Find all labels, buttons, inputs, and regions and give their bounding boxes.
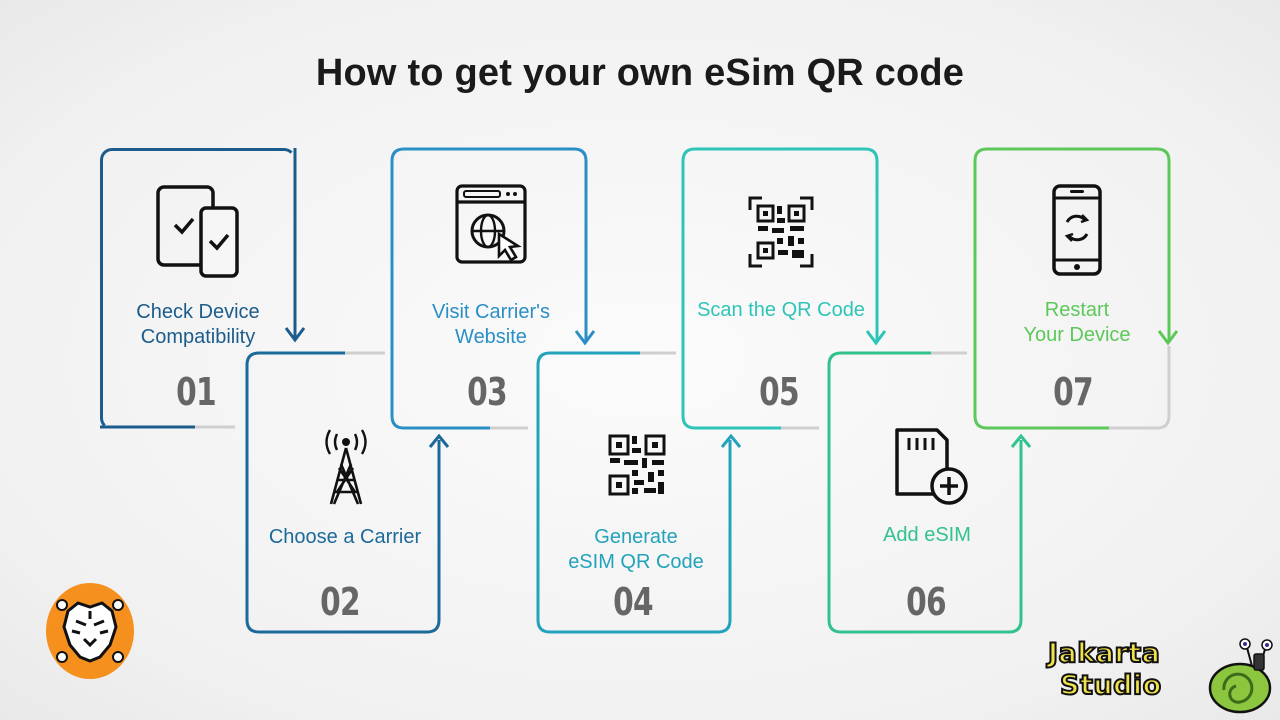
step-01-label: Check Device Compatibility [100, 300, 296, 350]
up-arrow-icon [1010, 434, 1032, 448]
devices-check-icon [156, 185, 239, 278]
step-03-label: Visit Carrier's Website [393, 300, 589, 350]
page-title: How to get your own eSim QR code [315, 52, 965, 94]
step-06-label: Add eSIM [883, 524, 971, 546]
step-05-label: Scan the QR Code [697, 299, 865, 321]
watermark-line1: Jakarta [1047, 637, 1161, 670]
step-03-number: 03 [467, 370, 507, 414]
step-01-label-line2: Compatibility [140, 326, 256, 348]
jakarta-studio-watermark: Jakarta Studio [1040, 636, 1275, 716]
qr-scan-icon [748, 196, 814, 268]
step-07-number: 07 [1053, 370, 1093, 414]
step-04-label: Generate eSIM QR Code [536, 525, 736, 575]
step-06-frame [827, 351, 1023, 634]
step-04-number: 04 [613, 580, 653, 624]
step-07-label-line2: Your Device [1023, 324, 1131, 346]
step-01-label-line1: Check Device [136, 301, 260, 323]
up-arrow-icon [428, 434, 450, 448]
step-05-frame [681, 147, 886, 430]
step-03-frame [390, 147, 595, 430]
step-04-label-line1: Generate [594, 526, 678, 548]
qr-code-icon [608, 434, 666, 496]
step-07-label-line1: Restart [1044, 299, 1110, 321]
step-02-number: 02 [320, 580, 360, 624]
step-06-number: 06 [906, 580, 946, 624]
step-07-frame [973, 147, 1178, 430]
down-arrow-icon [284, 148, 306, 343]
cell-tower-icon [325, 429, 367, 505]
step-05-number: 05 [759, 370, 799, 414]
step-03-label-line2: Website [455, 326, 527, 348]
step-07-label: Restart Your Device [977, 298, 1177, 348]
step-01-underline [100, 425, 235, 429]
sim-add-icon [895, 428, 968, 505]
step-01-number: 01 [176, 370, 216, 414]
step-02-frame [245, 351, 441, 634]
phone-restart-icon [1052, 184, 1102, 276]
tiger-logo [46, 583, 134, 679]
snail-mascot-icon [1208, 638, 1273, 714]
step-04-label-line2: eSIM QR Code [568, 551, 704, 573]
step-04-frame [536, 351, 732, 634]
step-02-label: Choose a Carrier [268, 526, 422, 548]
step-03-label-line1: Visit Carrier's [432, 301, 550, 323]
up-arrow-icon [720, 434, 742, 448]
step-01-frame [100, 148, 296, 430]
watermark-line2: Studio [1059, 669, 1162, 702]
browser-globe-icon [455, 184, 527, 264]
